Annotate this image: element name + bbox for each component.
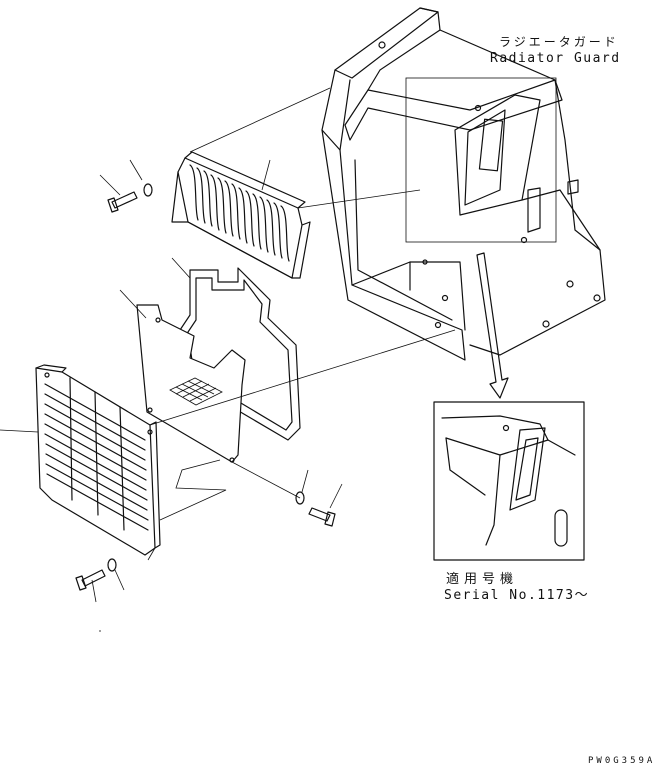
front-grill [35,364,161,556]
washer-lower-right [295,491,305,505]
title-english: Radiator Guard [490,51,621,66]
detail-box [433,401,585,561]
title-japanese: ラジエータガード [499,35,619,49]
serial-range-label: Serial No.1173～ [444,588,590,603]
bolt-lower-left [75,569,106,591]
detail-region-box [405,77,557,243]
radiator-guard-frame [321,7,606,361]
upper-louver-grill [171,151,311,279]
bolt-lower-right [308,507,336,527]
leader-lines [0,159,343,632]
figure-code: PW0G359A [588,756,656,766]
bolt-upper-left [107,191,138,213]
applicability-label: 適用号機 [446,572,519,587]
washer-lower-left [107,558,117,572]
detail-view [441,415,576,547]
washer-upper-left [143,183,153,197]
assembly-lines [147,87,456,561]
detail-arrow [476,252,509,399]
